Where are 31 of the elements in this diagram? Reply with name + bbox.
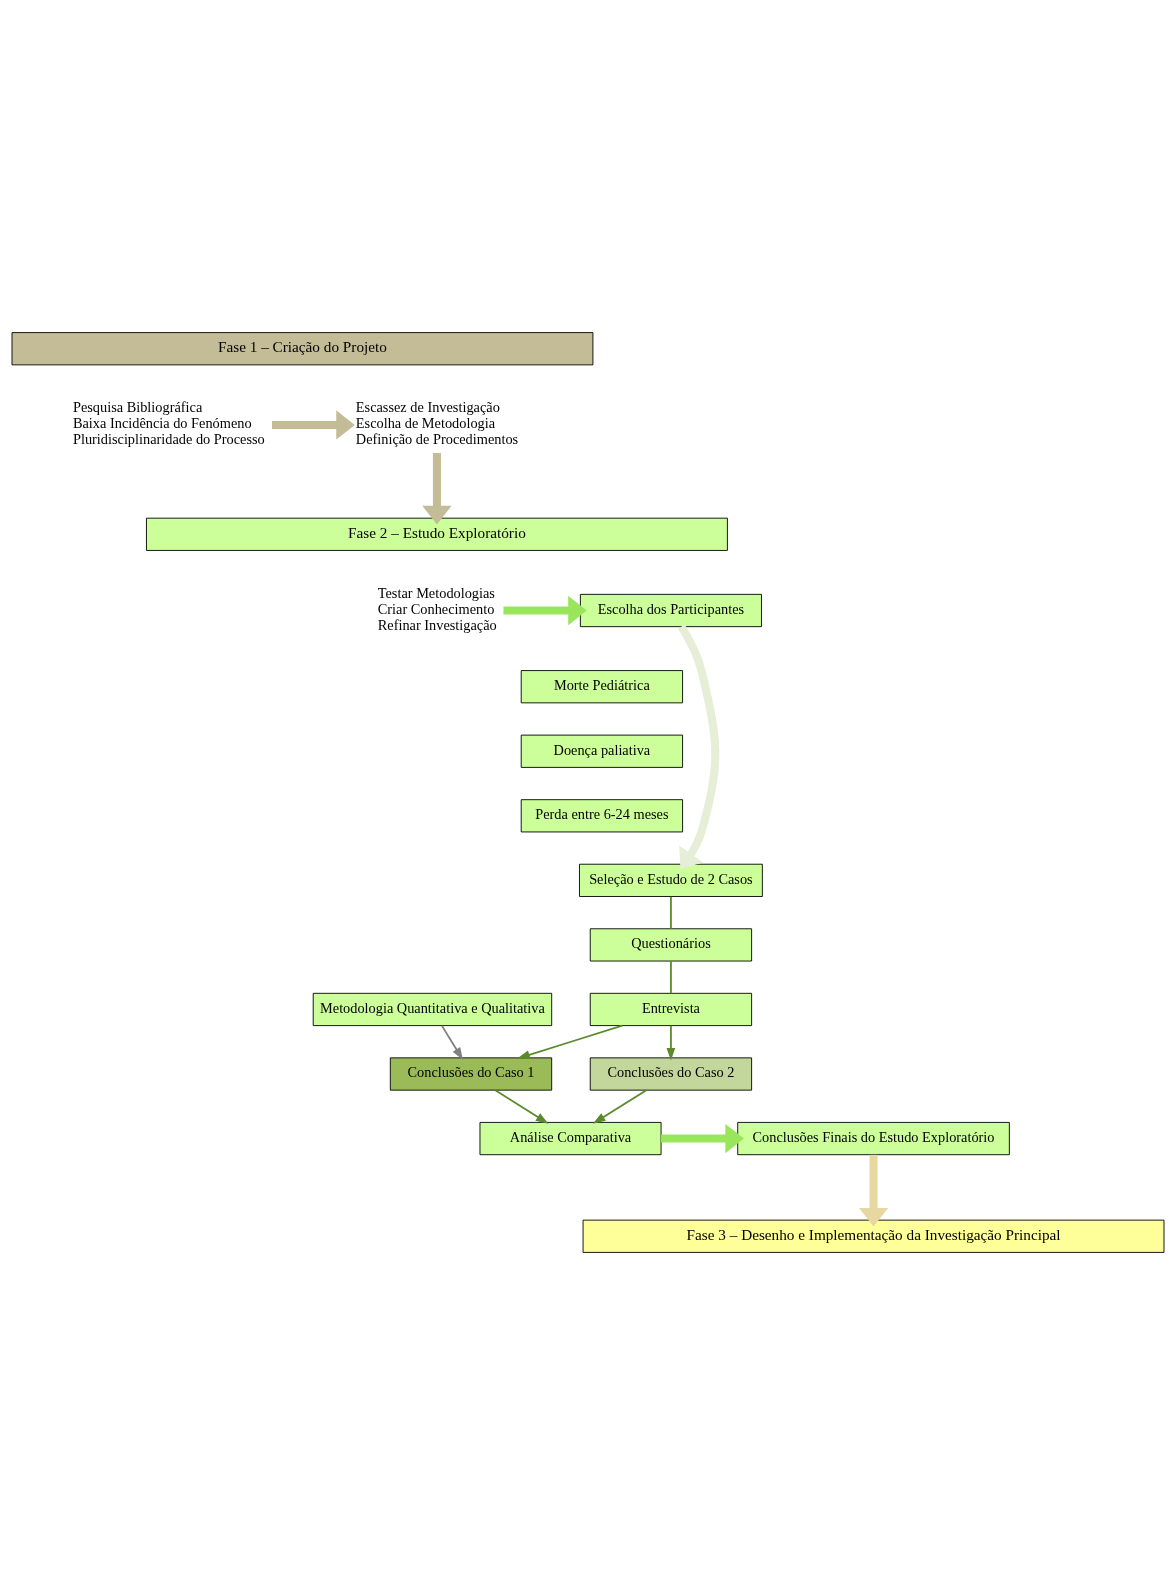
arrow bbox=[272, 409, 355, 440]
node-box: Morte Pediátrica bbox=[520, 669, 684, 703]
arrow bbox=[503, 595, 587, 625]
node-box: Seleção e Estudo de 2 Casos bbox=[579, 863, 763, 897]
node-box: Conclusões do Caso 2 bbox=[589, 1056, 753, 1091]
connector bbox=[670, 895, 672, 930]
node-box: Metodologia Quantitativa e Qualitativa bbox=[312, 992, 553, 1026]
arrow bbox=[592, 1088, 648, 1124]
arrow bbox=[494, 1088, 549, 1124]
node-box: Análise Comparativa bbox=[479, 1121, 662, 1155]
arrow bbox=[858, 1154, 889, 1226]
node-box: Conclusões do Caso 1 bbox=[389, 1056, 553, 1091]
node-box: Conclusões Finais do Estudo Exploratório bbox=[737, 1121, 1010, 1155]
node-box: Questionários bbox=[589, 927, 753, 961]
node-box: Doença paliativa bbox=[520, 734, 684, 768]
node-box: Escolha dos Participantes bbox=[579, 593, 762, 627]
arrow bbox=[441, 1024, 463, 1060]
node-box: Entrevista bbox=[589, 992, 753, 1026]
node-text: Testar Metodologias Criar Conhecimento Refinar Investigação bbox=[377, 584, 497, 633]
node-box: Fase 3 – Desenho e Implementação da Investigação Principal bbox=[582, 1219, 1165, 1253]
node-box: Perda entre 6-24 meses bbox=[520, 798, 684, 832]
node-text: Escassez de Investigação Escolha de Metodologia Definição de Procedimentos bbox=[355, 398, 519, 447]
node-box: Fase 1 – Criação do Projeto bbox=[11, 331, 594, 365]
node-text: Pesquisa Bibliográfica Baixa Incidência do Fenómeno Pluridisciplinaridade do Processo bbox=[72, 398, 265, 447]
arrow bbox=[666, 1024, 676, 1060]
arrow bbox=[661, 1123, 744, 1153]
arrow bbox=[422, 452, 452, 524]
arrow bbox=[677, 624, 720, 869]
node-box: Fase 2 – Estudo Exploratório bbox=[146, 517, 728, 551]
connector bbox=[670, 959, 672, 994]
arrow bbox=[517, 1024, 624, 1059]
